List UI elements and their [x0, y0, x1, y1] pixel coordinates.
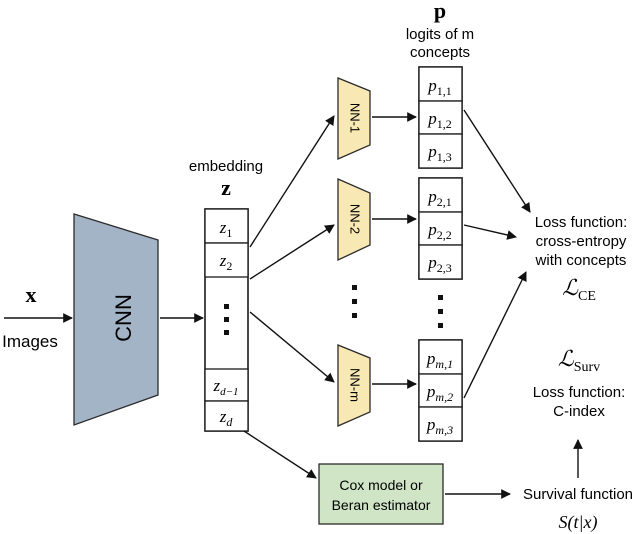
loss-surv-line1: Loss function:: [533, 384, 626, 401]
logit-label: p2,2: [427, 220, 452, 242]
input-label: Images: [2, 332, 58, 351]
logit-label: pm,2: [426, 382, 453, 404]
cnn-label: CNN: [111, 294, 136, 342]
logits2-to-loss-arrow: [463, 224, 517, 240]
embedding-to-nn1-arrow: [249, 115, 335, 248]
embedding-caption: embedding: [189, 158, 263, 175]
embedding-to-cox-arrow: [243, 430, 317, 479]
logit-label: p1,2: [427, 109, 452, 131]
nn1-block: [337, 77, 371, 160]
embedding-cell-label: z1: [219, 218, 233, 240]
logits1-to-loss-arrow: [463, 109, 531, 213]
embedding-cell: [204, 242, 249, 278]
logit-label: pm,1: [426, 349, 453, 371]
cnn-block: [73, 213, 159, 426]
embedding-cell-label: z2: [219, 251, 233, 273]
logit-label: p1,3: [427, 142, 452, 164]
logits-group-m: pm,1 pm,2 pm,3: [418, 339, 463, 442]
nnm-label: NN-m: [348, 368, 363, 402]
embedding-cell: [204, 368, 249, 402]
logitsm-to-loss-arrow: [463, 271, 527, 399]
cox-line2: Beran estimator: [332, 497, 431, 513]
survival-label: Survival function: [523, 486, 633, 503]
survival-formula: S(t|x): [559, 512, 598, 533]
nn1-label: NN-1: [348, 103, 363, 133]
input-symbol: x: [26, 282, 37, 307]
cox-line1: Cox model or: [339, 477, 423, 493]
logit-label: p2,1: [427, 187, 452, 209]
cox-model-box: [318, 463, 444, 525]
logits-symbol: p: [434, 0, 446, 23]
loss-ce-symbol: ℒCE: [562, 275, 596, 304]
nn-ellipsis: [352, 285, 357, 318]
loss-surv-line2: C-index: [553, 403, 605, 420]
loss-ce-line3: with concepts: [535, 252, 627, 269]
logits-ellipsis: [438, 295, 443, 328]
loss-surv-symbol: ℒSurv: [558, 346, 600, 375]
embedding-to-nn2-arrow: [249, 224, 335, 280]
logit-label: p2,3: [427, 253, 452, 275]
logit-label: pm,3: [426, 415, 453, 437]
embedding-cell: [204, 400, 249, 432]
logits-caption-line2: concepts: [410, 44, 470, 61]
logits-group-1: p1,1 p1,2 p1,3: [418, 66, 463, 169]
logits-caption-line1: logits of m: [406, 26, 474, 43]
embedding-to-nnm-arrow: [249, 311, 335, 383]
loss-ce-line1: Loss function:: [535, 214, 628, 231]
loss-ce-line2: cross-entropy: [536, 233, 627, 250]
nn2-block: [337, 178, 371, 262]
nn2-label: NN-2: [348, 204, 363, 234]
embedding-cell-label: zd−1: [212, 376, 238, 398]
logit-label: p1,1: [427, 76, 452, 98]
nnm-block: [337, 344, 371, 427]
embedding-cell-label: zd: [219, 407, 234, 429]
logits-group-2: p2,1 p2,2 p2,3: [418, 177, 463, 280]
embedding-symbol: z: [221, 175, 231, 200]
embedding-ellipsis: [224, 304, 229, 335]
